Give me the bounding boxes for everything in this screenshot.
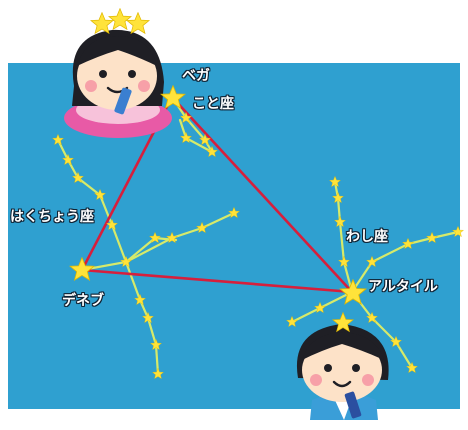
orihime-character xyxy=(64,8,172,138)
vega-label: ベガ xyxy=(182,68,210,84)
altair-label: アルタイル xyxy=(368,279,438,295)
summer-triangle xyxy=(80,95,354,294)
lyra-label: こと座 xyxy=(192,96,234,112)
deneb-label: デネブ xyxy=(62,293,104,309)
aquila-label: わし座 xyxy=(346,229,388,245)
cygnus-label: はくちょう座 xyxy=(10,209,94,225)
hikoboshi-character xyxy=(296,312,389,420)
